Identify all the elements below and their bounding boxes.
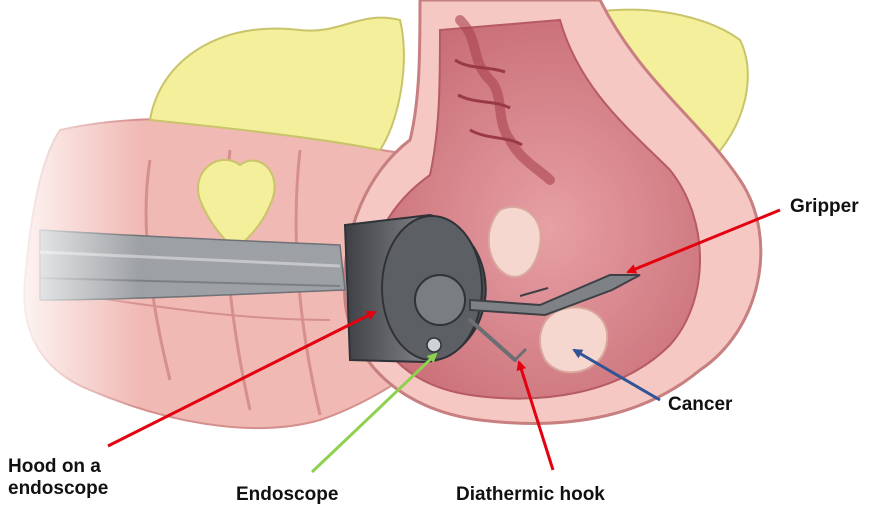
hood-label-line2: endoscope — [8, 478, 108, 500]
tumor-upper — [489, 207, 541, 277]
diathermic-hook-label: Diathermic hook — [456, 484, 605, 506]
hood-label-line1: Hood on a — [8, 456, 108, 478]
endoscope-label: Endoscope — [236, 484, 338, 506]
hood-label: Hood on a endoscope — [8, 456, 108, 500]
hood — [345, 215, 486, 362]
gripper-label: Gripper — [790, 196, 859, 218]
endoscope-lens — [427, 338, 441, 352]
cancer-label: Cancer — [668, 394, 732, 416]
